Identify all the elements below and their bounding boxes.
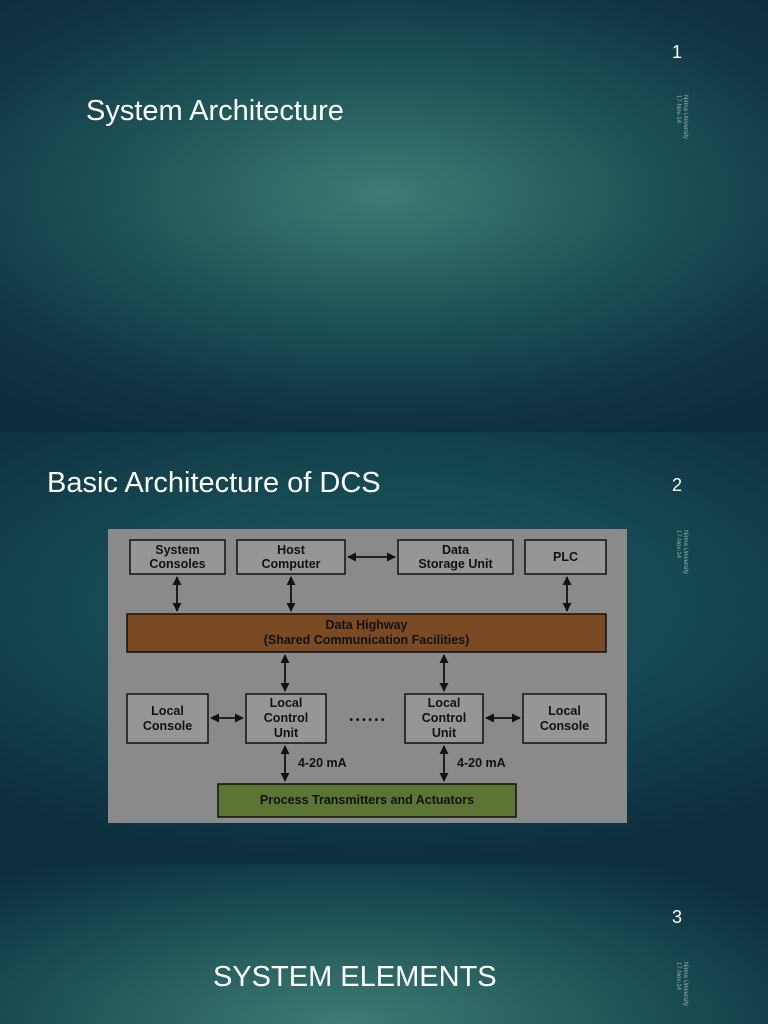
process-transmitters-label: Process Transmitters and Actuators — [260, 793, 474, 807]
lcu-right-label-1: Local — [428, 696, 461, 710]
lcu-left-label-2: Control — [264, 711, 308, 725]
process-transmitters-box — [217, 783, 517, 818]
host-computer-label-1: Host — [277, 543, 306, 557]
slide-footer-note: Nirma University 17-Nov-14 — [674, 962, 688, 1006]
lcu-left-label-1: Local — [270, 696, 303, 710]
local-console-left-box — [126, 693, 209, 744]
data-highway-box — [126, 613, 607, 653]
slide-2: 2 Basic Architecture of DCS Nirma Univer… — [0, 432, 768, 864]
system-consoles-box — [129, 539, 226, 575]
slide-footer-note: Nirma University 17-Nov-14 — [674, 530, 688, 574]
slide-number: 3 — [672, 907, 683, 927]
signal-label-left: 4-20 mA — [298, 756, 347, 770]
data-storage-label-2: Storage Unit — [418, 557, 493, 571]
data-highway-label-1: Data Highway — [326, 618, 408, 632]
host-computer-label-2: Computer — [261, 557, 320, 571]
local-console-left-label-2: Console — [143, 719, 192, 733]
lcu-right-label-3: Unit — [432, 726, 457, 740]
data-highway-label-2: (Shared Communication Facilities) — [264, 633, 470, 647]
system-consoles-label-2: Consoles — [149, 557, 205, 571]
footer-date: 17-Nov-14 — [675, 95, 681, 124]
plc-box — [524, 539, 607, 575]
slide-number: 2 — [672, 475, 683, 495]
data-storage-label-1: Data — [442, 543, 470, 557]
local-console-left-label-1: Local — [151, 704, 184, 718]
plc-label: PLC — [553, 550, 578, 564]
slide-3: 3 SYSTEM ELEMENTS Nirma University 17-No… — [0, 864, 768, 1024]
system-consoles-label-1: System — [155, 543, 199, 557]
lcu-left-label-3: Unit — [274, 726, 299, 740]
slide-footer-note: Nirma University 17-Nov-14 — [674, 95, 688, 139]
footer-university: Nirma University — [682, 530, 688, 575]
footer-date: 17-Nov-14 — [675, 962, 681, 991]
diagram-background — [108, 529, 627, 823]
lcu-right-label-2: Control — [422, 711, 466, 725]
slide-number: 1 — [672, 42, 683, 62]
data-storage-unit-box — [397, 539, 514, 575]
local-control-unit-left-box — [245, 693, 327, 744]
local-console-right-label-2: Console — [540, 719, 589, 733]
dcs-architecture-diagram: System Consoles Host Computer Data Stora… — [108, 529, 627, 823]
local-console-right-label-1: Local — [548, 704, 581, 718]
slide-title: SYSTEM ELEMENTS — [213, 961, 497, 993]
local-console-right-box — [522, 693, 607, 744]
host-computer-box — [236, 539, 346, 575]
local-control-unit-right-box — [404, 693, 484, 744]
slide-title: Basic Architecture of DCS — [47, 467, 381, 499]
slide-title: System Architecture — [86, 95, 344, 127]
diagram-svg: System Consoles Host Computer Data Stora… — [108, 529, 627, 823]
footer-date: 17-Nov-14 — [675, 530, 681, 559]
footer-university: Nirma University — [682, 962, 688, 1007]
signal-label-right: 4-20 mA — [457, 756, 506, 770]
slide-1: 1 System Architecture Nirma University 1… — [0, 0, 768, 432]
footer-university: Nirma University — [682, 95, 688, 140]
ellipsis-dots: • • • • • • — [350, 715, 385, 726]
